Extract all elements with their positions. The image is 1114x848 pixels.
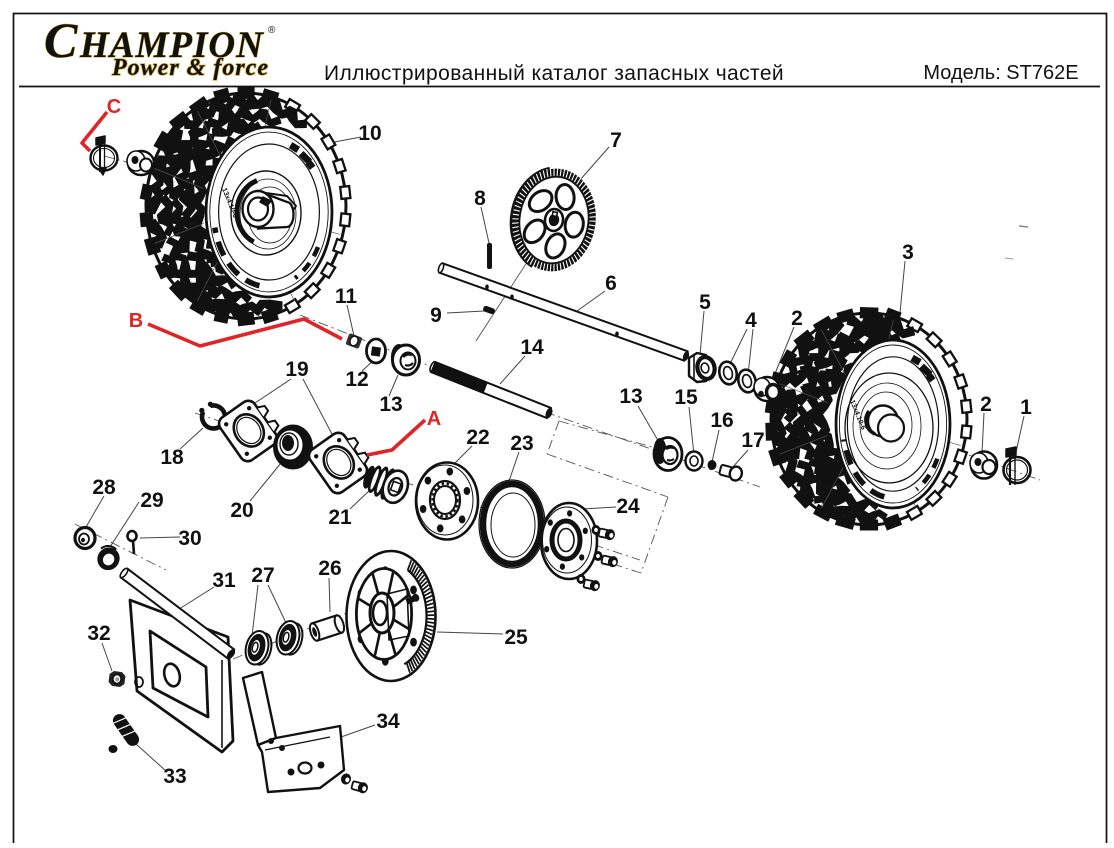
svg-text:A: A <box>427 408 441 430</box>
svg-text:12: 12 <box>345 368 368 391</box>
svg-text:19: 19 <box>285 358 308 381</box>
svg-text:29: 29 <box>140 489 163 512</box>
svg-text:28: 28 <box>92 476 116 499</box>
svg-text:Иллюстрированный каталог запас: Иллюстрированный каталог запасных частей <box>324 62 784 85</box>
svg-text:14: 14 <box>520 336 544 359</box>
svg-text:24: 24 <box>616 495 640 518</box>
svg-text:23: 23 <box>510 432 533 455</box>
svg-text:32: 32 <box>87 622 110 645</box>
svg-text:4: 4 <box>745 309 757 332</box>
svg-text:C: C <box>44 12 78 68</box>
svg-text:25: 25 <box>504 626 528 649</box>
svg-text:30: 30 <box>178 527 201 550</box>
svg-text:31: 31 <box>212 569 236 592</box>
svg-text:8: 8 <box>474 187 486 210</box>
svg-text:2: 2 <box>791 307 803 330</box>
svg-text:33: 33 <box>163 765 186 788</box>
svg-text:26: 26 <box>318 557 341 580</box>
svg-text:Модель: ST762E: Модель: ST762E <box>923 62 1078 84</box>
svg-text:20: 20 <box>230 499 253 522</box>
svg-text:3: 3 <box>902 241 914 264</box>
svg-text:27: 27 <box>251 564 274 587</box>
svg-text:B: B <box>129 310 143 332</box>
svg-text:9: 9 <box>430 304 442 327</box>
svg-text:6: 6 <box>605 272 617 295</box>
svg-text:®: ® <box>268 25 276 36</box>
svg-text:13: 13 <box>619 385 642 408</box>
svg-text:5: 5 <box>699 291 711 314</box>
svg-text:11: 11 <box>335 285 358 308</box>
svg-text:22: 22 <box>466 426 489 449</box>
svg-text:13: 13 <box>379 393 402 416</box>
svg-text:21: 21 <box>328 506 352 529</box>
svg-text:7: 7 <box>610 129 622 152</box>
svg-text:1: 1 <box>1020 396 1032 419</box>
svg-text:18: 18 <box>160 446 184 469</box>
svg-text:17: 17 <box>741 429 764 452</box>
svg-text:C: C <box>107 96 121 118</box>
svg-text:16: 16 <box>710 409 733 432</box>
svg-text:Power & force: Power & force <box>111 55 269 81</box>
svg-text:34: 34 <box>376 710 400 733</box>
svg-text:2: 2 <box>980 393 992 416</box>
svg-text:15: 15 <box>674 386 698 409</box>
svg-text:10: 10 <box>358 122 381 145</box>
